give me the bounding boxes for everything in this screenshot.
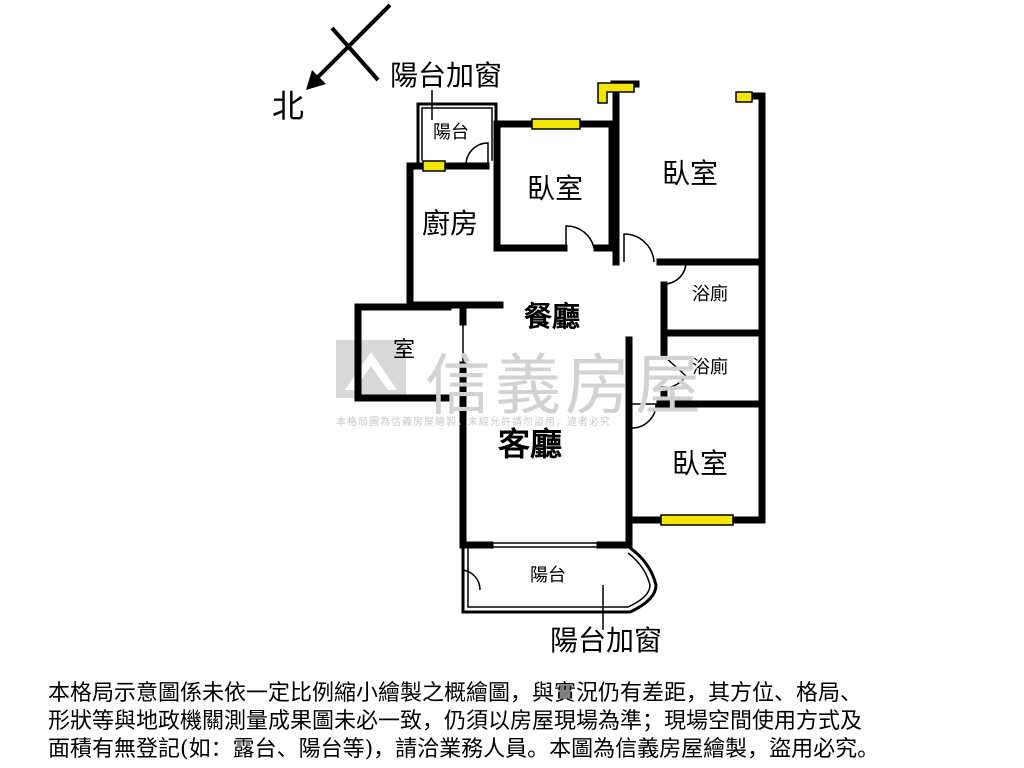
door-bedroom-2 xyxy=(623,233,655,263)
label-bedroom-2: 臥室 xyxy=(662,157,719,190)
door-bathroom-1 xyxy=(663,261,687,285)
label-dining-room: 餐廳 xyxy=(524,300,581,333)
disclaimer-line-2: 形狀等與地政機關測量成果圖未必一致，仍須以房屋現場為準；現場空間使用方式及 xyxy=(48,709,863,734)
compass-cross-line-a xyxy=(330,26,380,82)
label-balcony-bottom: 陽台 xyxy=(530,565,566,586)
walls xyxy=(354,80,766,549)
north-label: 北 xyxy=(272,87,305,125)
door-bathroom-2 xyxy=(663,355,687,389)
doors xyxy=(462,142,687,600)
disclaimer: 本格局示意圖係未依一定比例縮小繪製之概繪圖，與實況仍有差距，其方位、格局、 形狀… xyxy=(48,680,1008,764)
label-bedroom-1: 臥室 xyxy=(527,172,584,205)
window-kitchen xyxy=(422,160,446,172)
label-bathroom-1: 浴廁 xyxy=(692,284,728,305)
label-bedroom-3: 臥室 xyxy=(672,447,729,480)
label-balcony-top: 陽台 xyxy=(433,122,469,143)
watermark-notice: 本格局圖為信義房屋繪製，未經允許請勿盜用，違者必究 xyxy=(336,417,611,428)
door-balcony-top xyxy=(465,142,489,166)
windows xyxy=(422,82,753,526)
room-wall xyxy=(354,303,452,402)
compass xyxy=(306,3,392,90)
disclaimer-line-1: 本格局示意圖係未依一定比例縮小繪製之概繪圖，與實況仍有差距，其方位、格局、 xyxy=(48,681,863,706)
label-balcony-window-bottom: 陽台加窗 xyxy=(550,624,663,657)
window-bedroom-3 xyxy=(660,514,734,526)
bottom-balcony-outline xyxy=(461,546,658,614)
door-bedroom-3 xyxy=(631,403,657,429)
compass-cross-line-b xyxy=(313,3,392,82)
watermark-brand: 信義房屋 xyxy=(425,347,705,424)
disclaimer-line-3: 面積有無登記(如：露台、陽台等)，請洽業務人員。本圖為信義房屋繪製，盜用必究。 xyxy=(48,737,880,762)
label-room: 室 xyxy=(393,338,416,363)
window-bedroom-2-corner xyxy=(597,82,635,104)
label-living-room: 客廳 xyxy=(498,425,563,463)
label-kitchen: 廚房 xyxy=(422,207,479,240)
door-living-balcony xyxy=(462,569,481,591)
window-bedroom-1 xyxy=(531,118,581,130)
window-bedroom-2 xyxy=(735,91,753,103)
thin-lines xyxy=(431,90,658,630)
compass-north-arrow-icon xyxy=(306,70,326,90)
label-balcony-window-top: 陽台加窗 xyxy=(390,59,503,92)
label-bathroom-2: 浴廁 xyxy=(692,357,728,378)
door-bedroom-1 xyxy=(565,225,595,249)
